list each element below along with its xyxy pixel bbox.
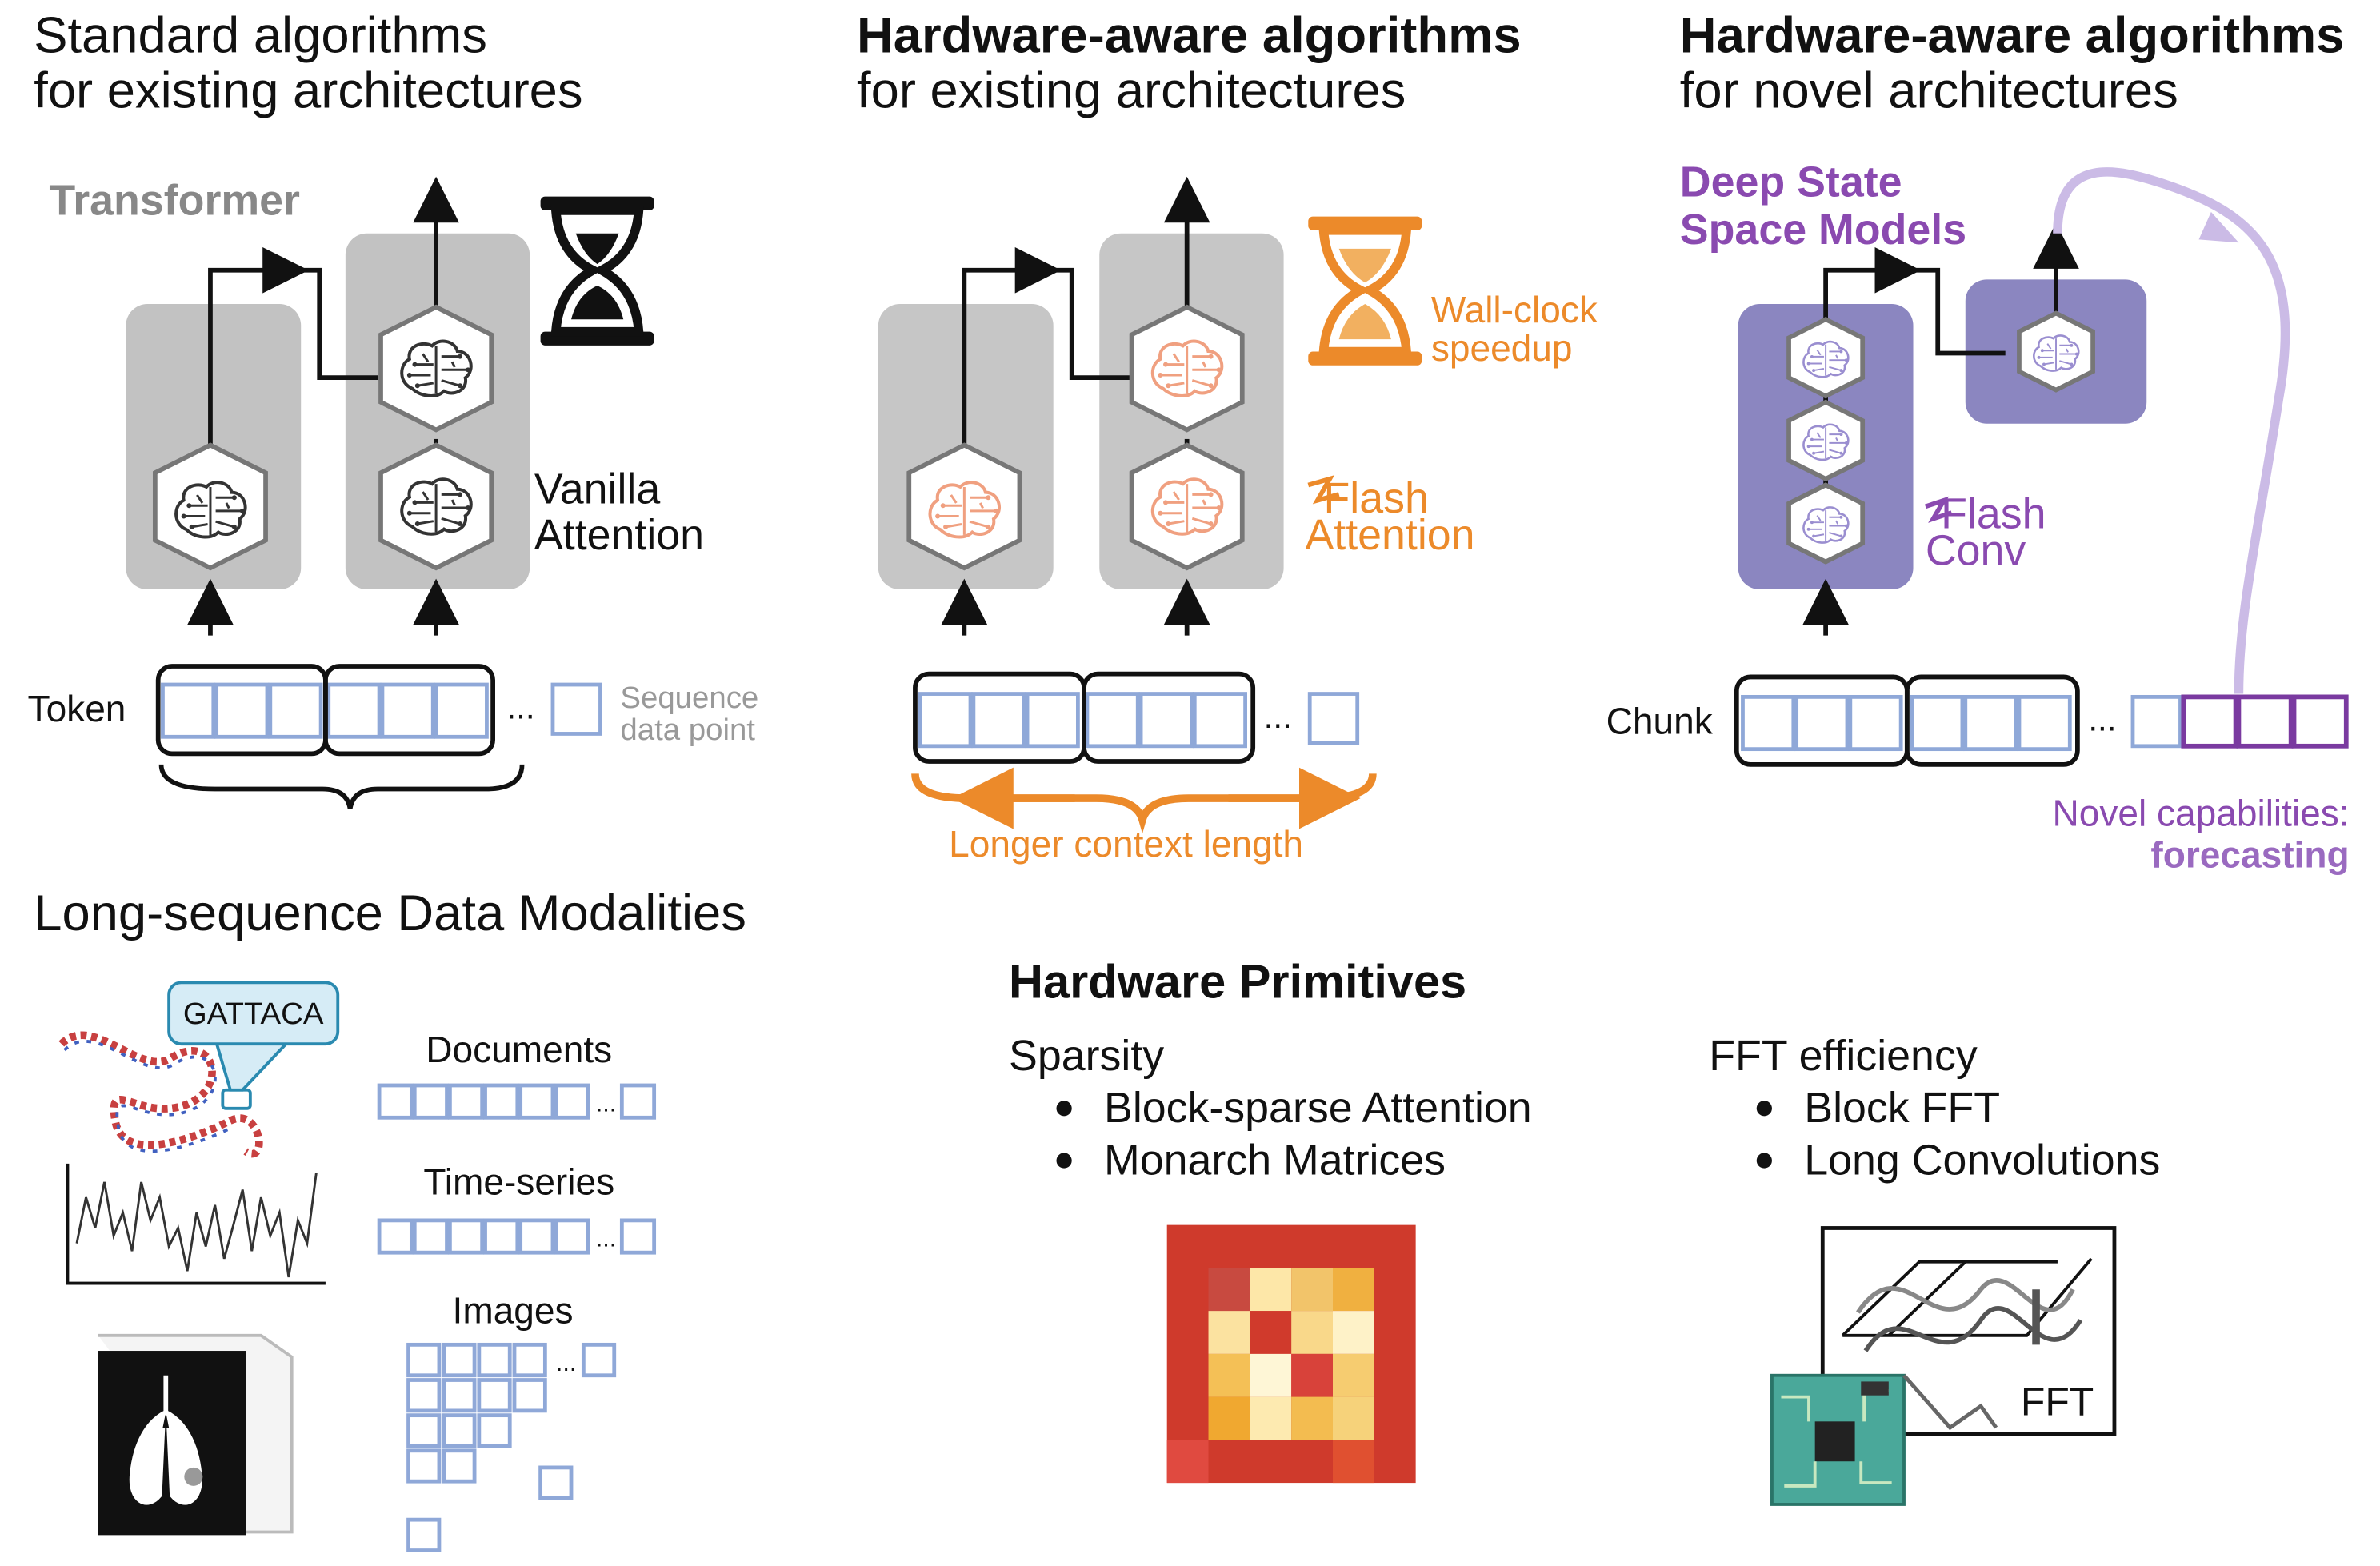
- header-hw-novel-line2: for novel architectures: [1680, 62, 2178, 118]
- residual-connection: [1823, 267, 2006, 356]
- vanilla-label-2: Attention: [534, 511, 704, 559]
- flashconv-label-2: Conv: [1926, 526, 2026, 574]
- flash-label-1: Flash: [1323, 474, 1428, 522]
- zoom-callout: [213, 1036, 296, 1092]
- timeseries-axes: [66, 1163, 326, 1285]
- vanilla-label-1: Vanilla: [534, 465, 660, 513]
- images-label: Images: [453, 1289, 574, 1331]
- ellipsis: ...: [506, 688, 534, 725]
- modalities-section: Long-sequence Data Modalities GATTACA Do…: [34, 885, 746, 1552]
- documents-label: Documents: [426, 1029, 612, 1070]
- zoom-box: [221, 1088, 252, 1110]
- dna-label-box: [167, 981, 340, 1046]
- residual-connection: [962, 267, 1130, 455]
- speedup-label-2: speedup: [1431, 327, 1573, 369]
- header-standard-line1: Standard algorithms: [34, 7, 487, 63]
- fft-plot-label: FFT: [2021, 1380, 2094, 1424]
- sparse-matrix-heatmap: [1166, 1224, 1416, 1484]
- primitives-section: Hardware Primitives Sparsity Block-spars…: [1009, 955, 2160, 1506]
- ellipsis: ...: [1264, 697, 1292, 735]
- novel-label-1: Novel capabilities:: [2052, 793, 2349, 834]
- ellipsis: ...: [596, 1224, 617, 1252]
- legend-label-1: Sequence: [620, 681, 758, 715]
- header-hw-novel-line1: Hardware-aware algorithms: [1680, 7, 2345, 63]
- lightning-icon: [1307, 475, 1340, 505]
- legend-cell: [550, 682, 602, 736]
- ssm-label-1: Deep State: [1680, 158, 1902, 206]
- fft-item: Block FFT: [1804, 1084, 2000, 1132]
- wave-1: [1856, 1278, 2075, 1314]
- ellipsis: ...: [2088, 701, 2116, 738]
- flash-label-2: Attention: [1305, 511, 1474, 559]
- hourglass-icon: [540, 196, 654, 346]
- novel-label-2: forecasting: [2150, 833, 2349, 875]
- token-label: Token: [28, 688, 126, 729]
- speedup-label-1: Wall-clock: [1431, 289, 1598, 330]
- dna-strand-icon: [63, 1040, 234, 1153]
- documents-sequence: [377, 1083, 657, 1120]
- images-grid: [406, 1342, 617, 1552]
- timeseries-label: Time-series: [423, 1161, 614, 1202]
- ssm-panel: Deep State Space Models Flash Conv Chunk: [1606, 158, 2350, 876]
- fft-illustration: FFT: [1770, 1226, 2117, 1506]
- context-label: Longer context length: [949, 823, 1303, 865]
- forecast-arrowhead: [2198, 211, 2239, 243]
- sparsity-item: Monarch Matrices: [1104, 1136, 1446, 1184]
- context-brace: [158, 764, 525, 810]
- header-standard: Standard algorithms for existing archite…: [34, 7, 582, 118]
- sequence-cell: [2130, 694, 2182, 749]
- sparsity-item: Block-sparse Attention: [1104, 1084, 1532, 1132]
- sequence-cell: [1307, 692, 1360, 745]
- transformer-panel: Transformer Vanilla Attention Token: [28, 177, 758, 810]
- wave-2: [1863, 1306, 2083, 1352]
- chunk-label: Chunk: [1606, 700, 1714, 741]
- forecast-cells: [2181, 694, 2349, 749]
- sparsity-title: Sparsity: [1009, 1032, 1164, 1080]
- forecast-curve: [2053, 167, 2290, 694]
- token-sequence: [155, 664, 495, 757]
- flashconv-label-1: Flash: [1941, 489, 2046, 537]
- primitives-title: Hardware Primitives: [1009, 955, 1466, 1009]
- hourglass-icon: [1308, 216, 1422, 366]
- residual-connection: [208, 267, 378, 455]
- ellipsis: ...: [556, 1348, 577, 1376]
- dna-strand-icon: [58, 1031, 263, 1158]
- timeseries-sequence: [377, 1218, 657, 1255]
- header-hw-existing-line2: for existing architectures: [857, 62, 1406, 118]
- header-hw-novel: Hardware-aware algorithms for novel arch…: [1680, 7, 2345, 118]
- header-hw-existing-line1: Hardware-aware algorithms: [857, 7, 1522, 63]
- fft-item: Long Convolutions: [1804, 1136, 2160, 1184]
- dna-sequence-label: GATTACA: [183, 997, 324, 1031]
- header-hw-existing: Hardware-aware algorithms for existing a…: [857, 7, 1522, 118]
- transformer-label: Transformer: [49, 177, 300, 225]
- lung-icon: [129, 1375, 202, 1505]
- timeseries-line: [75, 1173, 318, 1278]
- flash-panel: Wall-clock speedup Flash Attention ... L…: [878, 176, 1598, 865]
- ssm-label-2: Space Models: [1680, 206, 1966, 254]
- lightning-icon: [1924, 496, 1953, 523]
- modalities-title: Long-sequence Data Modalities: [34, 885, 746, 941]
- ellipsis: ...: [596, 1089, 617, 1117]
- header-standard-line2: for existing architectures: [34, 62, 582, 118]
- token-sequence: [913, 671, 1256, 764]
- fft-title: FFT efficiency: [1709, 1032, 1978, 1080]
- fft-axes: [1841, 1257, 2093, 1337]
- legend-label-2: data point: [620, 713, 755, 747]
- chunk-sequence: [1734, 674, 2080, 767]
